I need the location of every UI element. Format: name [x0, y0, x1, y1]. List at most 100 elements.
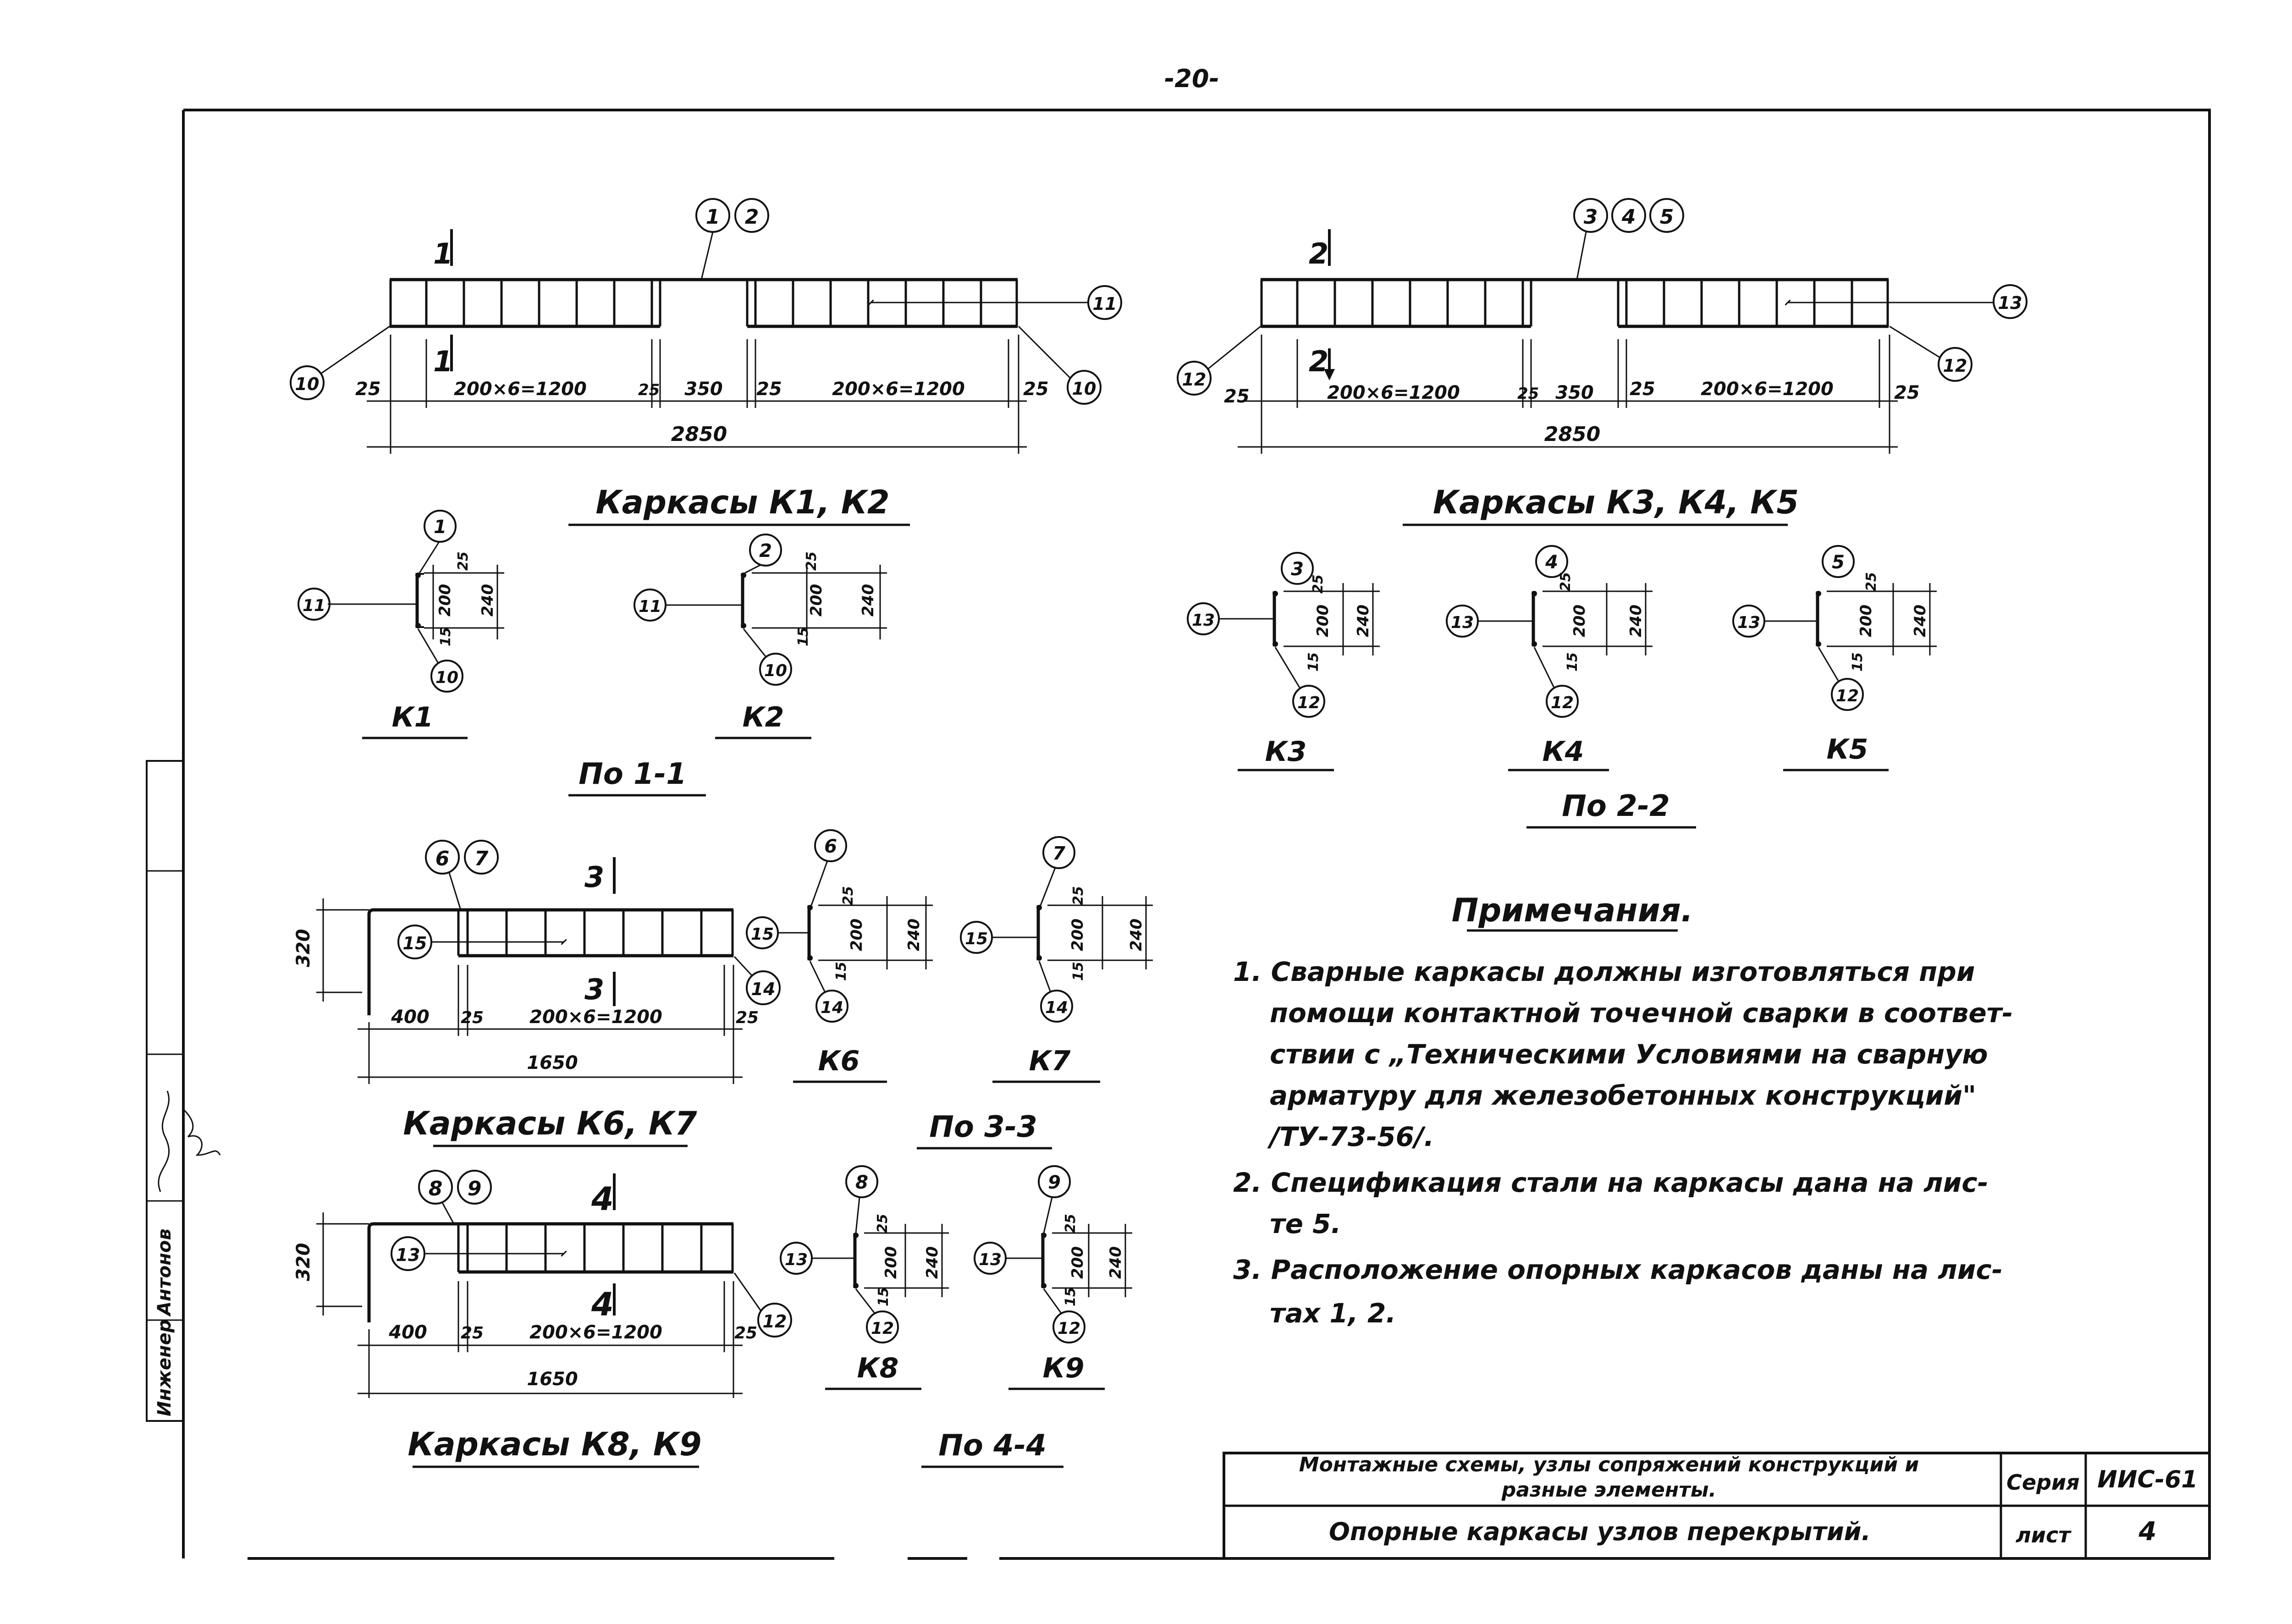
note-1-line-1: 1. Сварные каркасы должны изготовляться … [1233, 956, 1975, 987]
bubble-12-k9: 12 [1058, 1319, 1080, 1338]
section-mark-3-top: 3 [584, 860, 604, 894]
dim-25-k6a: 25 [461, 1008, 484, 1027]
label-k6: К6 [818, 1045, 860, 1077]
dim-320-b: 320 [293, 1243, 314, 1282]
dim-25-h: 25 [1894, 382, 1920, 403]
dim-15-k4: 15 [1565, 652, 1581, 672]
dim-25-k6b: 25 [736, 1008, 759, 1027]
bubble-13-k8: 13 [785, 1250, 808, 1269]
section-mark-1-top: 1 [433, 237, 453, 270]
note-1-line-5: /ТУ-73-56/. [1267, 1121, 1434, 1152]
label-k1: К1 [392, 701, 434, 733]
bubble-2: 2 [745, 205, 759, 229]
dim-350-b: 350 [1555, 382, 1594, 403]
bubble-12-k8: 12 [871, 1319, 894, 1338]
dim-240-k9: 240 [1107, 1246, 1125, 1279]
dim-25-c: 25 [756, 379, 782, 400]
dim-25-k8: 25 [875, 1214, 891, 1233]
dim-25-k3: 25 [1310, 574, 1326, 594]
title-block-sheet-title: Опорные каркасы узлов перекрытий. [1329, 1517, 1871, 1546]
bubble-6-k6: 6 [824, 836, 837, 857]
bubble-9-k9: 9 [1048, 1172, 1061, 1193]
bubble-11-k1: 11 [303, 596, 325, 615]
bubble-14-k7: 14 [1045, 998, 1068, 1017]
dim-25-b: 25 [638, 381, 660, 399]
dim-240-k3: 240 [1354, 605, 1372, 637]
bubble-6: 6 [435, 847, 450, 870]
dim-15-k9: 15 [1063, 1287, 1079, 1306]
dim-1200-k6: 200×6=1200 [529, 1007, 662, 1028]
dim-25-f: 25 [1517, 385, 1539, 403]
dim-25-k1: 25 [455, 551, 471, 571]
dim-k1k2: 25 200×6=1200 25 350 25 200×6=1200 25 28… [355, 335, 1049, 454]
note-3-line-2: тах 1, 2. [1270, 1298, 1396, 1329]
bubble-5: 5 [1660, 205, 1674, 229]
bubble-11-k2: 11 [639, 597, 661, 616]
label-k9: К9 [1043, 1352, 1085, 1384]
dim-25-k9: 25 [1063, 1214, 1079, 1233]
title-block-series-label: Серия [2006, 1470, 2080, 1495]
bubble-15-elev: 15 [403, 933, 427, 953]
dim-2850-a: 2850 [671, 423, 727, 446]
stamp-signature [158, 1090, 221, 1192]
dim-25-k6: 25 [840, 886, 856, 905]
bubble-8: 8 [429, 1177, 443, 1200]
note-2-line-2: те 5. [1270, 1208, 1341, 1239]
bubble-13-k3: 13 [1192, 611, 1215, 630]
label-k7: К7 [1029, 1045, 1071, 1077]
title-k6k7: Каркасы К6, К7 [403, 1105, 697, 1142]
dim-1200-d: 200×6=1200 [1701, 379, 1834, 400]
dim-25-k8b: 25 [734, 1324, 757, 1343]
note-2-line-1: 2. Спецификация стали на каркасы дана на… [1233, 1167, 1989, 1198]
dim-240-k8: 240 [923, 1246, 942, 1279]
frame-k1k2-elevation: 1 1 1 2 10 10 11 25 200×6=1200 25 [290, 198, 1122, 526]
bubble-10-k2: 10 [764, 661, 787, 680]
title-k3k5: Каркасы К3, К4, К5 [1433, 484, 1799, 521]
stamp-name: Антонов [154, 1228, 175, 1317]
dim-15-k2: 15 [795, 627, 811, 646]
dim-200-k2: 200 [807, 584, 826, 617]
dim-200-k7: 200 [1069, 919, 1087, 951]
dim-k6k7: 320 400 25 200×6=1200 25 1650 [293, 898, 759, 1084]
dim-240-k4: 240 [1627, 605, 1645, 637]
bubble-12-left: 12 [1182, 369, 1207, 390]
dim-15-k6: 15 [833, 962, 849, 981]
dim-1200-c: 200×6=1200 [1327, 382, 1460, 403]
dim-200-k1: 200 [436, 584, 454, 617]
section-mark-2-top: 2 [1309, 237, 1328, 270]
dim-200-k5: 200 [1857, 605, 1875, 637]
side-stamp: Инженер Антонов [146, 760, 221, 1422]
label-k3: К3 [1265, 736, 1307, 768]
bubble-4-k4: 4 [1545, 552, 1558, 573]
section-mark-3-bottom: 3 [584, 973, 604, 1006]
stamp-role: Инженер [154, 1320, 175, 1416]
dim-200-k9: 200 [1069, 1246, 1087, 1279]
bubble-14-k6: 14 [821, 998, 843, 1017]
section-k5: 13 5 12 25 200 15 240 К5 [1732, 545, 1937, 771]
section-label-1-1: По 1-1 [579, 757, 686, 791]
bubble-3: 3 [1584, 205, 1598, 229]
note-1-line-2: помощи контактной точечной сварки в соот… [1270, 997, 2013, 1029]
title-k1k2: Каркасы К1, К2 [595, 484, 889, 521]
dim-1650-a: 1650 [527, 1052, 578, 1073]
bubble-7-k7: 7 [1052, 843, 1065, 864]
section-mark-2-bottom: 2 [1309, 345, 1328, 378]
stirrups-left [389, 280, 661, 326]
bubble-13-elev: 13 [396, 1245, 420, 1265]
page-number: -20- [1164, 64, 1219, 93]
bubble-2-k2: 2 [759, 540, 772, 562]
bubble-10-left: 10 [295, 374, 320, 394]
dim-15-k3: 15 [1306, 652, 1322, 672]
dim-k3k5: 25 200×6=1200 25 350 25 200×6=1200 25 28… [1224, 335, 1920, 454]
note-1-line-3: ствии с „Техническими Условиями на сварн… [1270, 1039, 1988, 1070]
dim-240-k5: 240 [1911, 605, 1929, 637]
dim-320-a: 320 [293, 929, 314, 968]
dim-200-k6: 200 [848, 919, 866, 951]
section-mark-4-bottom: 4 [591, 1286, 614, 1323]
note-1-line-4: арматуру для железобетонных конструкций" [1270, 1080, 1976, 1111]
bubble-13-k4: 13 [1451, 613, 1474, 632]
bubble-12-elev: 12 [763, 1311, 787, 1332]
section-k7: 15 7 14 25 200 15 240 К7 [960, 836, 1153, 1083]
bubble-10-right: 10 [1072, 379, 1096, 399]
dim-25-e: 25 [1224, 386, 1250, 407]
